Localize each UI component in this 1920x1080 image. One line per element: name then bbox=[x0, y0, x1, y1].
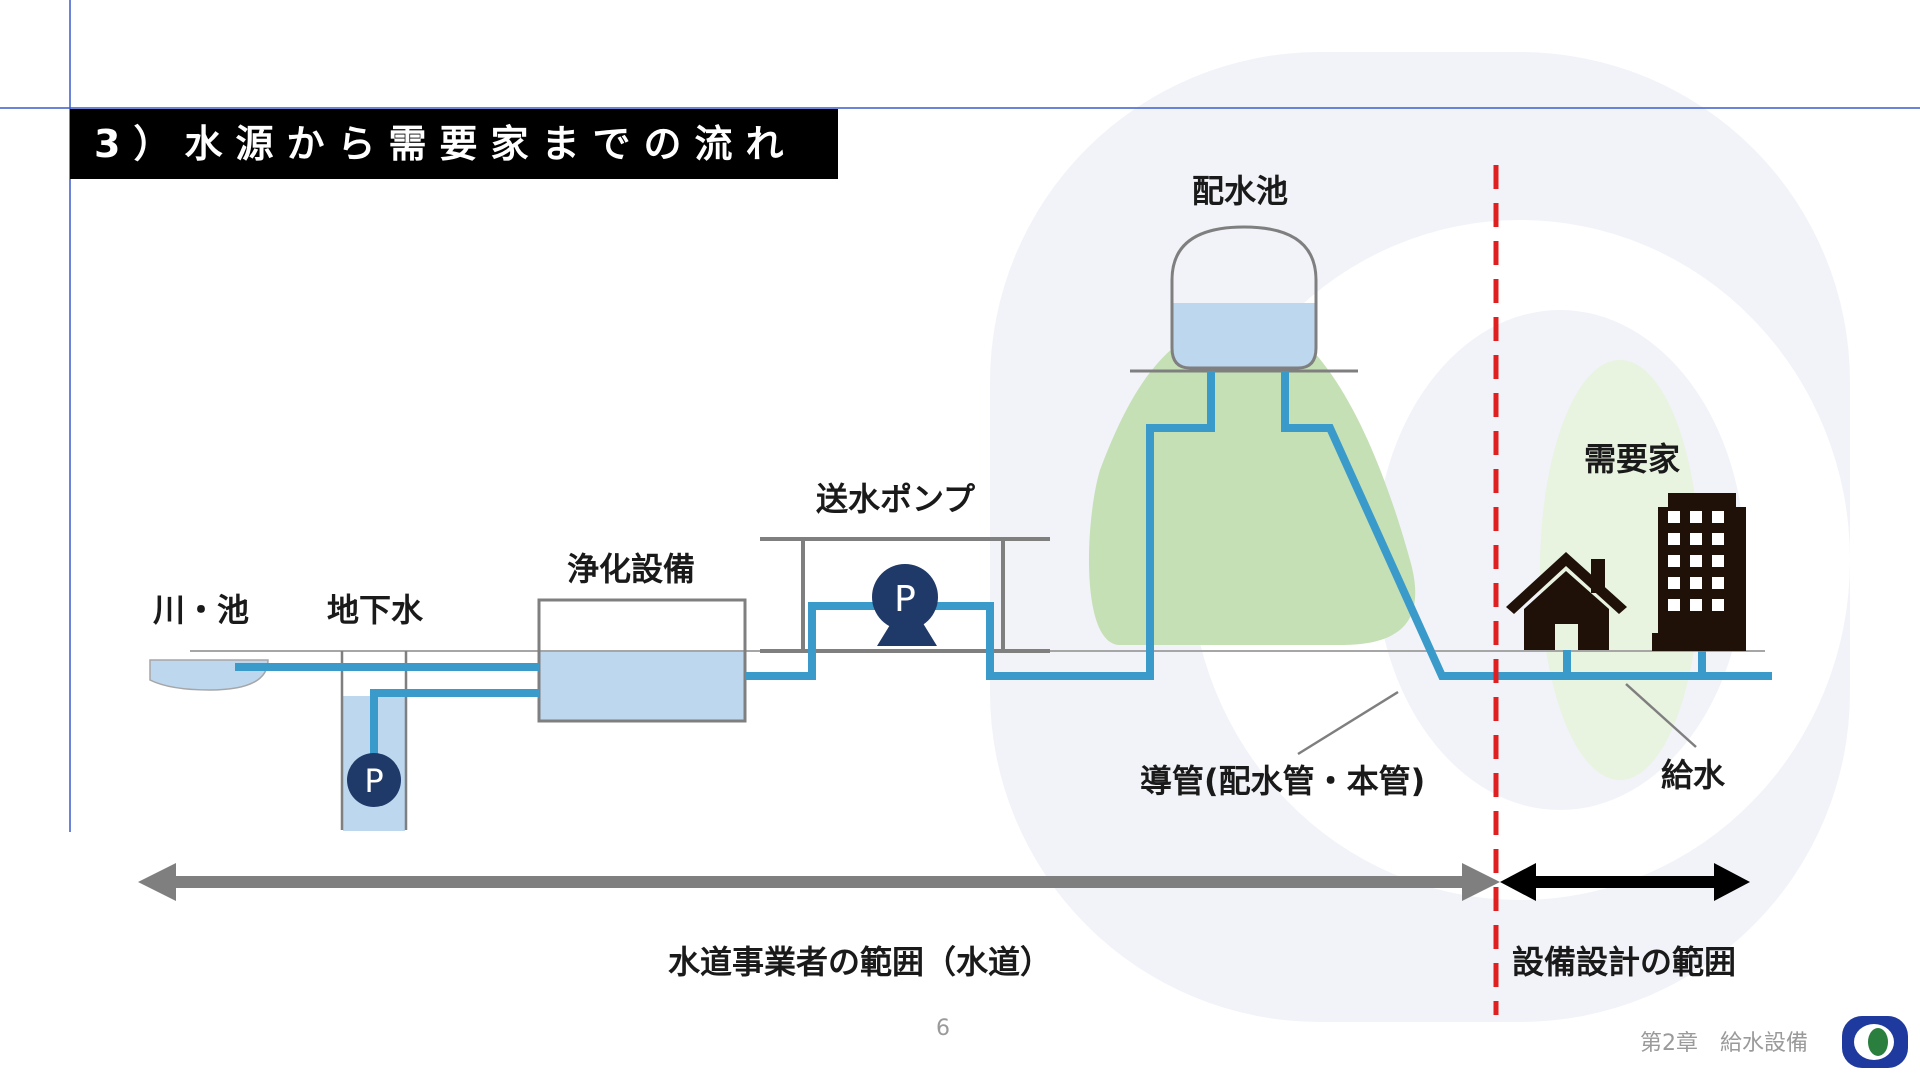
utility-range-arrow bbox=[138, 863, 1500, 901]
house-icon bbox=[1506, 552, 1627, 650]
groundwater-label: 地下水 bbox=[327, 591, 424, 629]
water-supply-label: 給水 bbox=[1661, 756, 1726, 794]
distribution-reservoir-label: 配水池 bbox=[1192, 172, 1289, 210]
conduit-label: 導管(配水管・本管) bbox=[1140, 762, 1426, 800]
distribution-reservoir-tank bbox=[1170, 225, 1318, 370]
building-window bbox=[1668, 555, 1680, 567]
groundwater-pump: P bbox=[347, 753, 401, 807]
transmission-pump-symbol: P bbox=[894, 579, 916, 620]
building-window bbox=[1690, 533, 1702, 545]
building-window bbox=[1690, 599, 1702, 611]
page-number: 6 bbox=[936, 1016, 950, 1041]
groundwater-pump-symbol: P bbox=[364, 762, 383, 800]
building-window bbox=[1712, 511, 1724, 523]
title-bar: 3）水源から需要家までの流れ bbox=[70, 109, 838, 179]
building-window bbox=[1668, 599, 1680, 611]
purification-label: 浄化設備 bbox=[567, 550, 696, 588]
conduit-leader bbox=[1297, 690, 1399, 756]
purification-tank bbox=[537, 598, 747, 723]
pipe-to-pump bbox=[745, 371, 1215, 680]
pipes bbox=[235, 371, 1772, 765]
watermark-logo bbox=[990, 52, 1850, 1022]
transmission-pump: P bbox=[872, 564, 938, 646]
consumer-label: 需要家 bbox=[1584, 440, 1681, 478]
chapter-footer: 第2章 給水設備 bbox=[1640, 1031, 1808, 1056]
design-range-label: 設備設計の範囲 bbox=[1512, 943, 1737, 981]
building-window bbox=[1712, 555, 1724, 567]
building-window bbox=[1712, 577, 1724, 589]
utility-range-label: 水道事業者の範囲（水道） bbox=[668, 943, 1053, 981]
design-range-arrow bbox=[1500, 863, 1750, 901]
pipe-from-reservoir bbox=[1281, 371, 1772, 680]
footer-logo-icon bbox=[1842, 1016, 1908, 1068]
building-window bbox=[1668, 533, 1680, 545]
building-window bbox=[1712, 533, 1724, 545]
building-icon bbox=[1652, 493, 1746, 651]
supply-leader bbox=[1625, 683, 1697, 748]
building-window bbox=[1690, 555, 1702, 567]
building-window bbox=[1690, 577, 1702, 589]
pipe-groundwater bbox=[370, 689, 539, 765]
transmission-pump-label: 送水ポンプ bbox=[816, 480, 976, 518]
building-window bbox=[1690, 511, 1702, 523]
slide-title: 3）水源から需要家までの流れ bbox=[94, 122, 797, 166]
building-window bbox=[1668, 511, 1680, 523]
building-window bbox=[1712, 599, 1724, 611]
river-pond-label: 川・池 bbox=[153, 591, 250, 629]
hill bbox=[1088, 330, 1416, 645]
building-window bbox=[1668, 577, 1680, 589]
